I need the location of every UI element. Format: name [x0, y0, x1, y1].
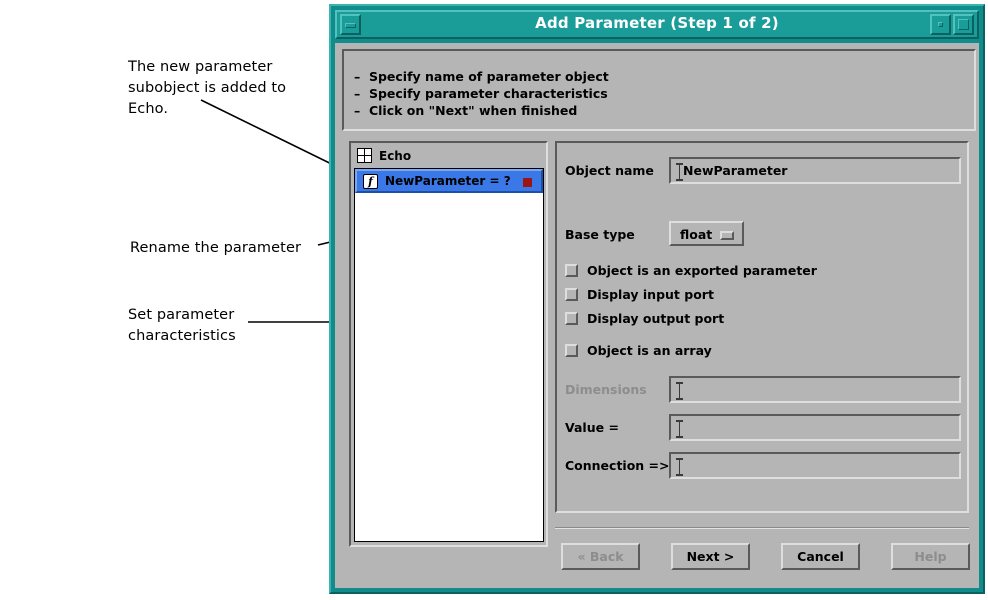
instructions-box: – Specify name of parameter object – Spe…: [342, 49, 976, 131]
maximize-icon[interactable]: [953, 14, 974, 35]
tree-list[interactable]: f NewParameter = ?: [354, 168, 544, 542]
connection-input[interactable]: [669, 452, 961, 479]
object-name-value: NewParameter: [683, 163, 788, 178]
instruction-line: – Click on "Next" when finished: [354, 103, 578, 118]
checkbox-label: Display output port: [587, 310, 725, 326]
annotation-new-parameter: The new parameter subobject is added to …: [128, 59, 287, 117]
function-f-icon: f: [363, 173, 378, 189]
checkbox-label: Object is an exported parameter: [587, 262, 817, 278]
base-type-option-menu[interactable]: float: [669, 221, 744, 246]
grid-icon: [357, 148, 372, 163]
checkbox-icon[interactable]: [565, 311, 578, 325]
value-row: Value =: [557, 414, 967, 442]
checkbox-icon[interactable]: [565, 287, 578, 301]
checkbox-icon[interactable]: [565, 263, 578, 277]
text-caret: [676, 420, 683, 438]
value-input[interactable]: [669, 414, 961, 441]
option-menu-indicator-icon: [720, 231, 734, 240]
dialog-client-area: – Specify name of parameter object – Spe…: [335, 43, 979, 588]
annotation-set-characteristics: Set parameter characteristics: [128, 307, 236, 344]
button-separator: [555, 527, 969, 529]
checkbox-display-input-port[interactable]: Display input port: [565, 284, 714, 304]
parameter-form-panel: Object name NewParameter Base type float…: [555, 141, 969, 513]
dimensions-input: [669, 376, 961, 403]
window-title: Add Parameter (Step 1 of 2): [535, 14, 779, 32]
tree-root-label: Echo: [379, 148, 412, 163]
checkbox-object-is-array[interactable]: Object is an array: [565, 340, 712, 360]
base-type-label: Base type: [565, 227, 635, 242]
back-button[interactable]: « Back: [561, 543, 640, 570]
maximize-box-glyph: [958, 19, 969, 30]
base-type-value: float: [680, 227, 713, 242]
text-caret: [676, 382, 683, 400]
minimize-icon[interactable]: [930, 14, 951, 35]
dimensions-row: Dimensions: [557, 376, 967, 404]
add-parameter-window: Add Parameter (Step 1 of 2) – Specify na…: [329, 4, 985, 594]
value-label: Value =: [565, 420, 619, 435]
help-button[interactable]: Help: [891, 543, 970, 570]
instruction-line: – Specify parameter characteristics: [354, 86, 608, 101]
checkbox-label: Display input port: [587, 286, 714, 302]
checkbox-label: Object is an array: [587, 342, 712, 358]
minimize-dot-glyph: [938, 22, 943, 27]
window-titlebar[interactable]: Add Parameter (Step 1 of 2): [335, 10, 979, 39]
cancel-button[interactable]: Cancel: [781, 543, 860, 570]
annotation-rename-parameter: Rename the parameter: [130, 240, 302, 256]
object-name-input[interactable]: NewParameter: [669, 157, 961, 184]
dimensions-label: Dimensions: [565, 382, 647, 397]
connection-row: Connection =>: [557, 452, 967, 480]
tree-root-echo[interactable]: Echo: [351, 143, 546, 168]
checkbox-icon[interactable]: [565, 343, 578, 357]
base-type-row: Base type: [557, 221, 967, 249]
object-name-row: Object name NewParameter: [557, 157, 967, 185]
instruction-line: – Specify name of parameter object: [354, 69, 609, 84]
checkbox-exported-parameter[interactable]: Object is an exported parameter: [565, 260, 817, 280]
dialog-button-row: « Back Next > Cancel Help: [555, 543, 970, 575]
tree-item-label: NewParameter = ?: [385, 174, 511, 188]
text-caret: [676, 163, 683, 181]
window-menu-bar-glyph: [345, 23, 356, 28]
object-tree-panel: Echo f NewParameter = ?: [349, 141, 548, 547]
tree-item-newparameter[interactable]: f NewParameter = ?: [355, 169, 543, 193]
text-caret: [676, 458, 683, 476]
checkbox-display-output-port[interactable]: Display output port: [565, 308, 724, 328]
status-marker-red: [523, 178, 532, 187]
window-menu-icon[interactable]: [340, 14, 361, 35]
connection-label: Connection =>: [565, 458, 670, 473]
next-button[interactable]: Next >: [671, 543, 750, 570]
object-name-label: Object name: [565, 163, 654, 178]
